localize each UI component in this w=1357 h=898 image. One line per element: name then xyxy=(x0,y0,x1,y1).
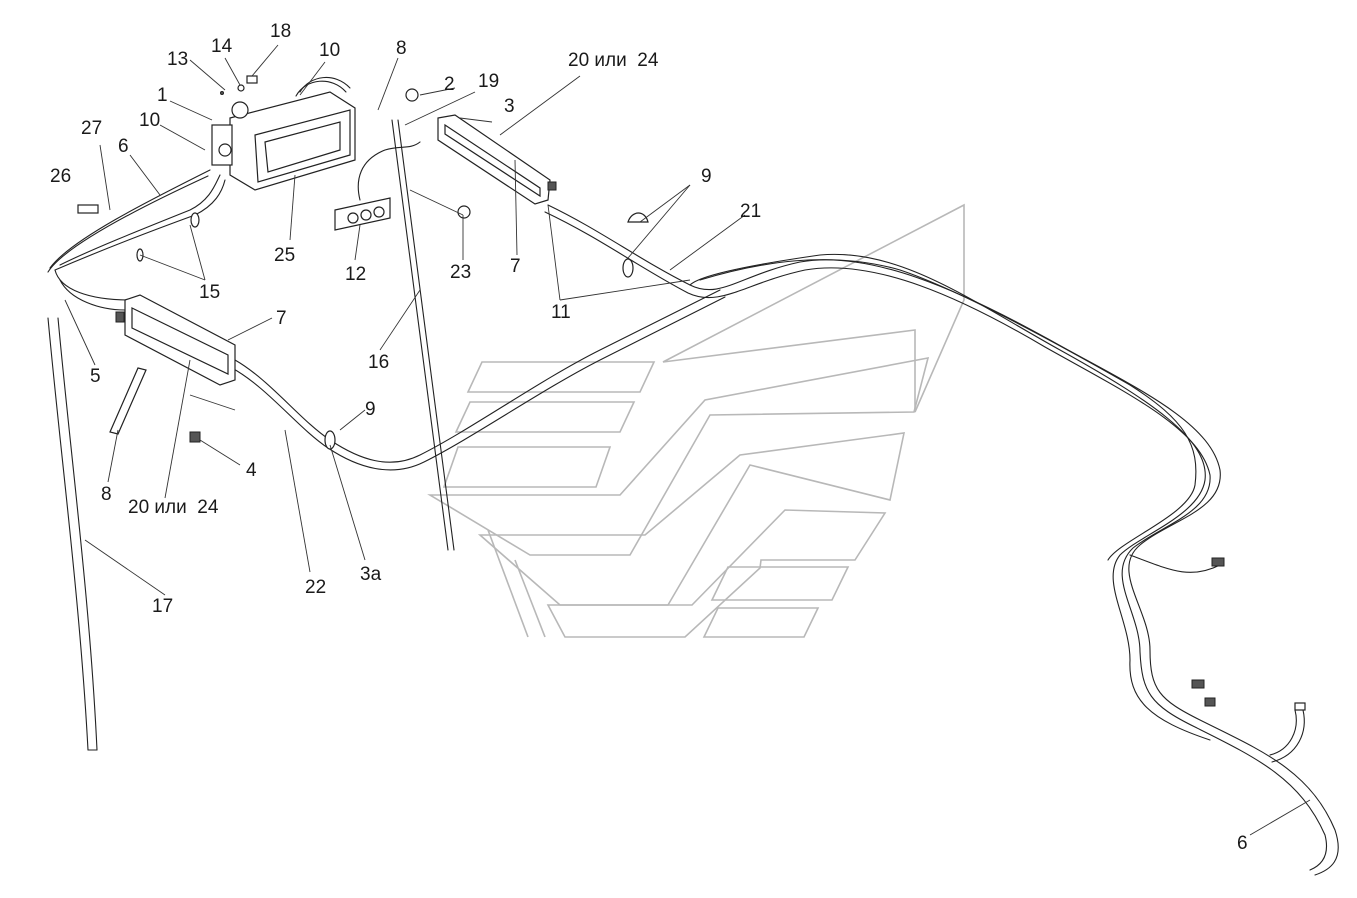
callout-18: 18 xyxy=(270,21,291,42)
watermark-logo xyxy=(427,203,965,638)
small-parts xyxy=(77,75,1306,711)
callout-13: 13 xyxy=(167,49,188,70)
callout-27: 27 xyxy=(81,118,102,139)
callout-26: 26 xyxy=(50,166,71,187)
callout-15: 15 xyxy=(199,282,220,303)
callout-14: 14 xyxy=(211,36,233,57)
callout-3a: 3а xyxy=(360,564,382,585)
callout-9-top: 9 xyxy=(701,166,712,187)
control-panel-icon xyxy=(334,141,421,231)
callout-20-24-bottom: 20 или 24 xyxy=(128,497,219,518)
callout-19: 19 xyxy=(478,71,499,92)
callout-6-top: 6 xyxy=(118,136,129,157)
callout-7-right: 7 xyxy=(510,256,521,277)
callout-10-left: 10 xyxy=(139,110,160,131)
callout-12: 12 xyxy=(345,264,366,285)
callout-2: 2 xyxy=(444,74,455,95)
callout-8-top: 8 xyxy=(396,38,407,59)
callout-22: 22 xyxy=(305,577,326,598)
callout-21: 21 xyxy=(740,201,761,222)
callout-20-24-top: 20 или 24 xyxy=(568,50,659,71)
callout-7-left: 7 xyxy=(276,308,287,329)
callout-1: 1 xyxy=(157,85,168,106)
callout-9-mid: 9 xyxy=(365,399,376,420)
callout-23: 23 xyxy=(450,262,471,283)
callout-8-bottom: 8 xyxy=(101,484,112,505)
heater-unit-icon xyxy=(211,76,356,191)
callout-11: 11 xyxy=(551,302,571,323)
callout-labels: 1 2 3 3а 4 5 6 6 7 7 8 8 9 9 10 10 11 12… xyxy=(50,21,1248,854)
callout-4: 4 xyxy=(246,460,257,481)
radiator-panel-icon-left xyxy=(115,294,236,386)
callout-16: 16 xyxy=(368,352,389,373)
callout-17: 17 xyxy=(152,596,173,617)
callout-25: 25 xyxy=(274,245,295,266)
leader-lines xyxy=(64,44,1311,836)
callout-10-top: 10 xyxy=(319,40,340,61)
callout-6-bottom: 6 xyxy=(1237,833,1248,854)
callout-3: 3 xyxy=(504,96,515,117)
callout-5: 5 xyxy=(90,366,101,387)
radiator-panel-icon-right xyxy=(437,114,557,205)
hose-network xyxy=(47,119,1339,876)
